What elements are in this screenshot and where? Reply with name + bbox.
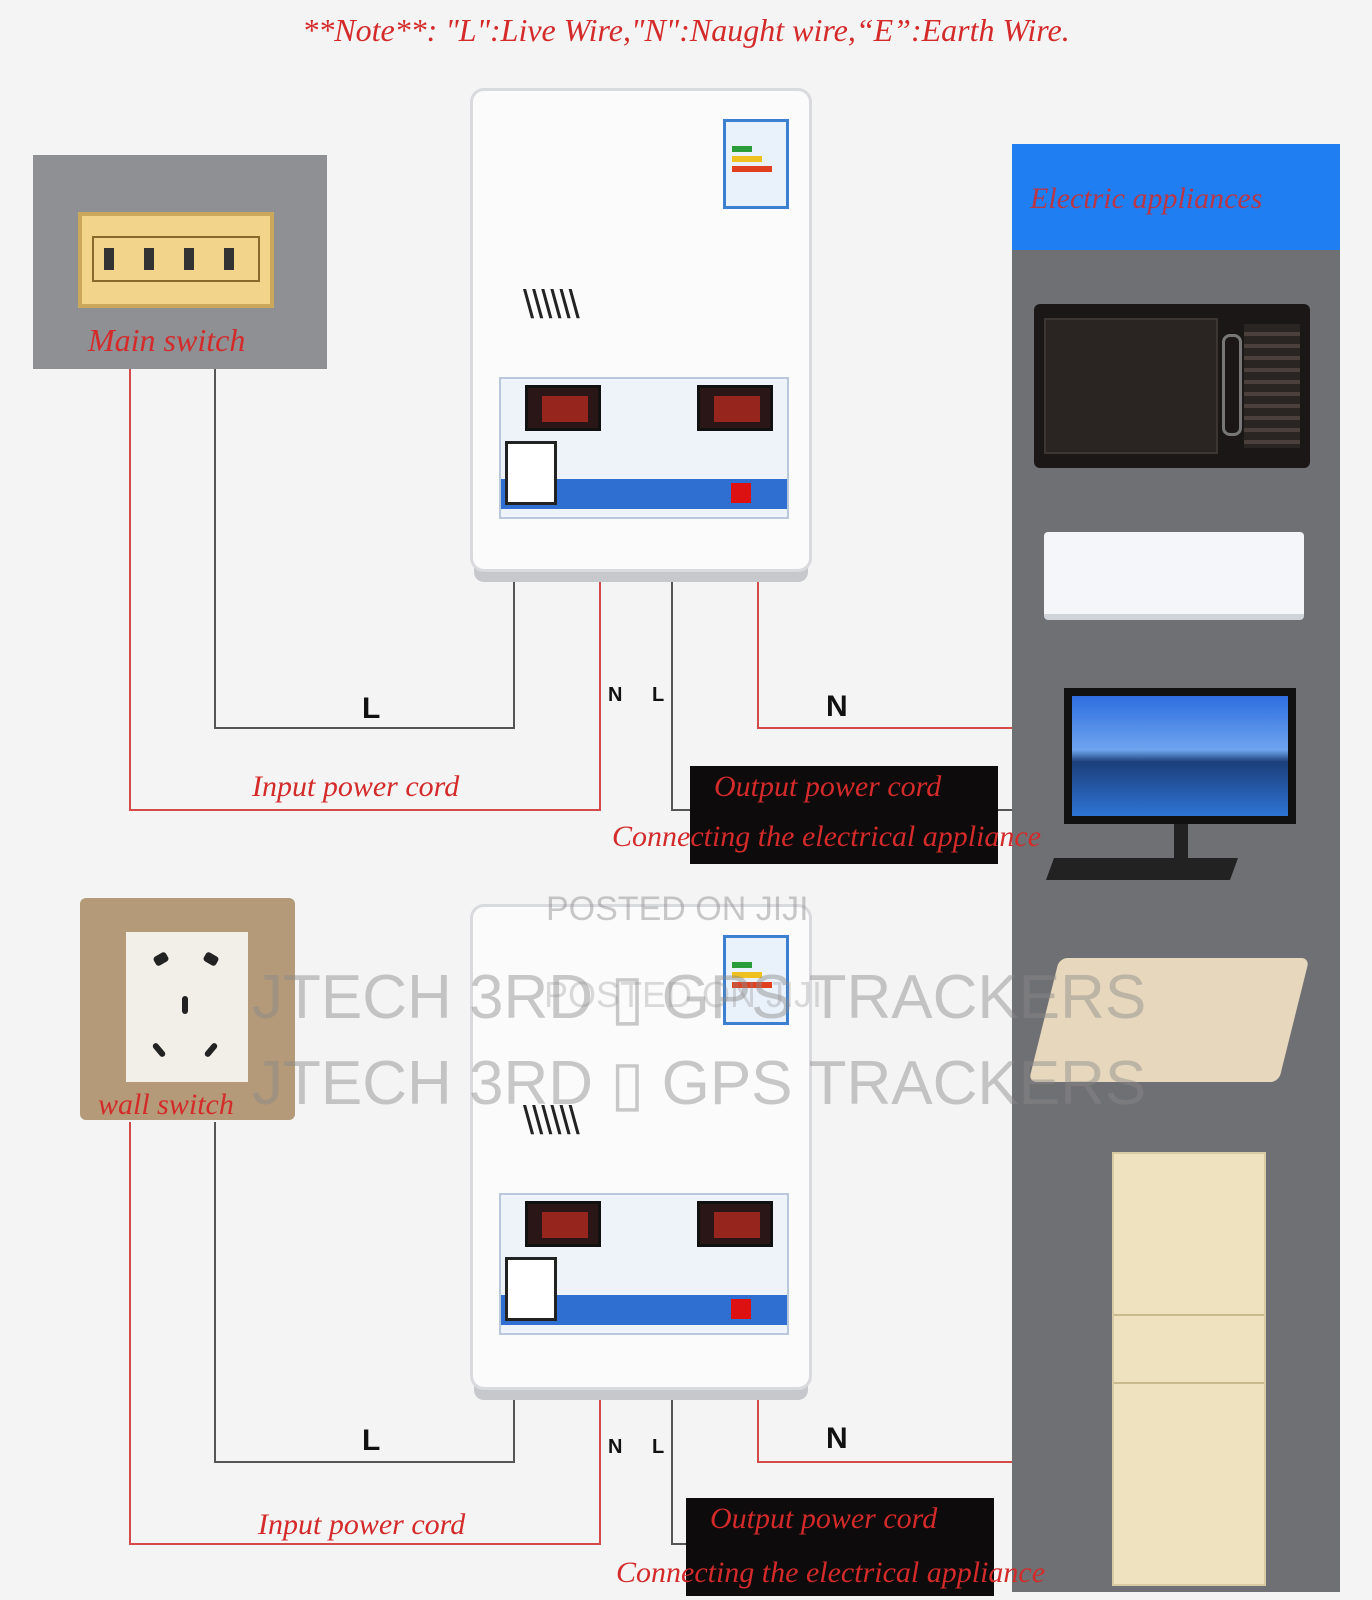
appliances-header-label: Electric appliances bbox=[1030, 182, 1263, 215]
top-wire-label-L-small: L bbox=[652, 684, 665, 706]
unit-breaker bbox=[505, 441, 557, 505]
watermark-posted-on-jiji: POSTED ON JIJI bbox=[546, 890, 809, 928]
stabilizer-unit-bottom: \\\\\\ bbox=[470, 904, 812, 1390]
bottom-wire-label-L: L bbox=[362, 1424, 381, 1457]
bottom-output-cord-box: Output power cord bbox=[686, 1498, 994, 1596]
bottom-connecting-label: Connecting the electrical appliance bbox=[616, 1556, 1046, 1589]
top-wire-label-L: L bbox=[362, 692, 381, 725]
control-panel bbox=[499, 1193, 789, 1335]
power-button bbox=[731, 483, 751, 503]
bottom-wire-label-N: N bbox=[826, 1422, 848, 1455]
bottom-output-neutral-wire bbox=[757, 1392, 1012, 1463]
main-breaker bbox=[78, 212, 274, 308]
top-input-neutral-wire bbox=[129, 366, 601, 811]
wiring-note: **Note**: "L":Live Wire,"N":Naught wire,… bbox=[302, 12, 1070, 48]
output-voltage-display bbox=[697, 385, 773, 431]
vent-icon: \\\\\\ bbox=[523, 1099, 580, 1143]
unit-breaker bbox=[505, 1257, 557, 1321]
vent-icon: \\\\\\ bbox=[523, 283, 580, 327]
top-connecting-label: Connecting the electrical appliance bbox=[612, 820, 1042, 853]
bottom-wire-label-N-small: N bbox=[608, 1436, 623, 1458]
input-voltage-display bbox=[525, 1201, 601, 1247]
watermark-seller-2: JTECH 3RD ▯ GPS TRACKERS bbox=[252, 1049, 1147, 1118]
top-output-neutral-wire bbox=[757, 575, 1012, 729]
monitor-icon bbox=[1064, 688, 1296, 824]
bottom-output-cord-label: Output power cord bbox=[710, 1502, 938, 1535]
energy-label-card bbox=[723, 935, 789, 1025]
watermark-seller-1: JTECH 3RD ▯ GPS TRACKERS bbox=[252, 963, 1147, 1032]
control-panel bbox=[499, 377, 789, 519]
top-wire-label-N-small: N bbox=[608, 684, 623, 706]
bottom-input-live-wire bbox=[214, 1122, 515, 1463]
appliances-header: Electric appliances bbox=[1012, 144, 1340, 250]
input-voltage-display bbox=[525, 385, 601, 431]
stabilizer-unit-top: \\\\\\ bbox=[470, 88, 812, 572]
bottom-output-live-wire bbox=[671, 1392, 690, 1545]
top-output-cord-box: Output power cord bbox=[690, 766, 998, 864]
air-conditioner-icon bbox=[1044, 532, 1304, 620]
top-input-cord-label: Input power cord bbox=[252, 770, 460, 803]
energy-label-card bbox=[723, 119, 789, 209]
wall-switch-label: wall switch bbox=[98, 1088, 234, 1121]
bottom-input-cord-label: Input power cord bbox=[258, 1508, 466, 1541]
keyboard-icon bbox=[1045, 858, 1239, 880]
bottom-input-neutral-wire bbox=[129, 1122, 601, 1545]
top-output-cord-label: Output power cord bbox=[714, 770, 942, 803]
power-button bbox=[731, 1299, 751, 1319]
wall-socket bbox=[126, 932, 248, 1082]
monitor-stand bbox=[1174, 824, 1188, 858]
top-output-live-wire bbox=[671, 575, 690, 811]
bottom-wire-label-L-small: L bbox=[652, 1436, 665, 1458]
refrigerator-icon bbox=[1112, 1152, 1266, 1586]
main-switch-label: Main switch bbox=[88, 322, 246, 358]
microwave-icon bbox=[1034, 304, 1310, 468]
top-input-live-wire bbox=[214, 366, 515, 729]
top-wire-label-N: N bbox=[826, 690, 848, 723]
output-voltage-display bbox=[697, 1201, 773, 1247]
watermark-posted-on-jiji-small: POSTED ON JIJI bbox=[544, 974, 823, 1015]
